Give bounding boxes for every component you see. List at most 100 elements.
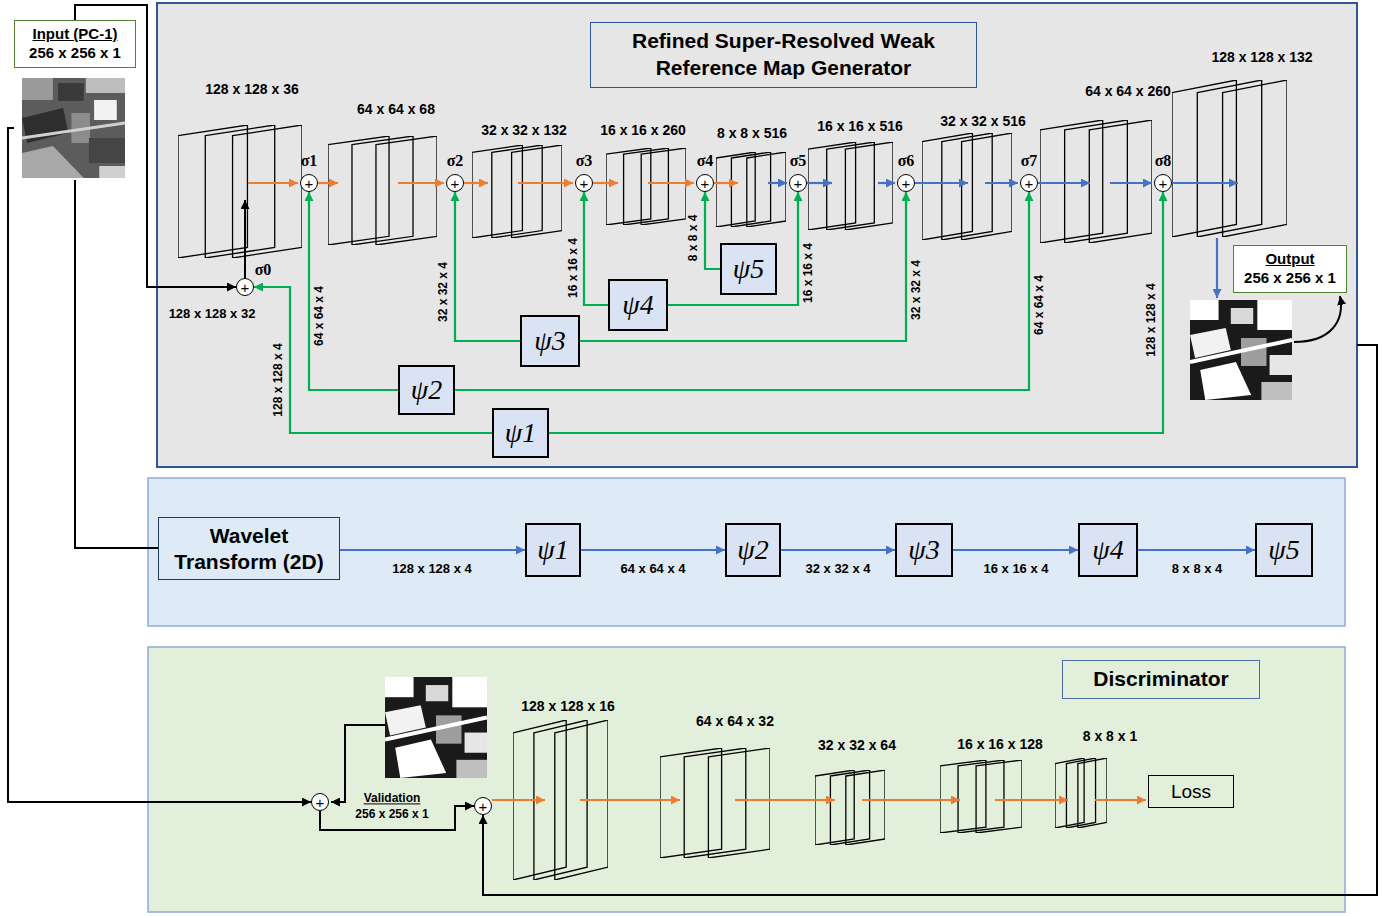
wavelet-band (148, 478, 1345, 626)
dimension-label: 32 x 32 x 64 (818, 738, 896, 753)
plus-sign: + (701, 176, 710, 191)
plus-sign: + (316, 795, 325, 810)
wavelet-box: ψ5 (720, 243, 777, 295)
sum-node: σ5+ (789, 174, 807, 192)
generator-panel-ground (157, 3, 1357, 467)
dimension-label: 16 x 16 x 260 (600, 123, 686, 138)
dimension-label: 128 x 128 x 36 (205, 82, 298, 97)
sum-node: σ0+ (236, 278, 254, 296)
connector (1138, 549, 1255, 551)
loss-box: Loss (1148, 775, 1234, 808)
dimension-label: 128 x 128 x 16 (521, 699, 614, 714)
sum-node: σ7+ (1020, 174, 1038, 192)
black-wires (245, 200, 1341, 802)
panel: Refined Super-Resolved Weak Reference Ma… (157, 3, 1357, 467)
dimension-label: 128 x 128 x 132 (1211, 50, 1312, 65)
transform-label: Wavelet Transform (2D) (165, 523, 333, 573)
transform-box: Wavelet Transform (2D) (158, 517, 340, 580)
connector (580, 192, 906, 341)
connector (781, 549, 895, 551)
psi-symbol: ψ3 (908, 536, 939, 564)
wavelet-box: ψ2 (725, 523, 781, 577)
edge-label: 8 x 8 x 4 (1172, 562, 1223, 576)
wavelet-box: ψ2 (398, 365, 455, 415)
edge-label: 16 x 16 x 4 (983, 562, 1048, 576)
validation-image (385, 677, 487, 778)
sum-label: σ3 (576, 153, 593, 169)
plus-sign: + (1025, 176, 1034, 191)
psi-symbol: ψ3 (534, 327, 565, 355)
sum-label: σ6 (898, 153, 915, 169)
wavelet-box: ψ3 (520, 315, 580, 367)
output-box: Output256 x 256 x 1 (1233, 245, 1347, 293)
sum-label: σ4 (697, 153, 714, 169)
connector (75, 180, 158, 548)
edge-label: 16 x 16 x 4 (567, 238, 580, 298)
dimension-label: 64 x 64 x 68 (357, 102, 435, 117)
dimension-label: 8 x 8 x 516 (717, 126, 787, 141)
edge-label: 32 x 32 x 4 (910, 260, 923, 320)
plus-sign: + (479, 799, 488, 814)
psi-symbol: ψ1 (505, 419, 536, 447)
dimension-label: 128 x 128 x 32 (169, 307, 256, 321)
dimension-label: 16 x 16 x 516 (817, 119, 903, 134)
connector (320, 806, 474, 830)
sum-node: σ2+ (446, 174, 464, 192)
dimension-label: 32 x 32 x 132 (481, 123, 567, 138)
psi-symbol: ψ4 (622, 291, 653, 319)
edge-label: 32 x 32 x 4 (437, 262, 450, 322)
encoder-flow-arrows (248, 182, 738, 184)
plus-sign: + (1159, 176, 1168, 191)
edge-label: 8 x 8 x 4 (687, 215, 700, 262)
connector (254, 287, 492, 433)
sum-label: σ8 (1155, 153, 1172, 169)
panel-title: Discriminator (1062, 660, 1260, 699)
edge-label: 128 x 128 x 4 (392, 562, 472, 576)
plus-sign: + (902, 176, 911, 191)
wavelet-box: ψ1 (525, 523, 581, 577)
connector (455, 192, 1029, 390)
wavelet-box: ψ4 (608, 279, 668, 331)
connector (581, 549, 725, 551)
output-label: 256 x 256 x 1 (1244, 269, 1336, 288)
plus-sign: + (451, 176, 460, 191)
sum-node: σ3+ (575, 174, 593, 192)
plus-sign: + (241, 280, 250, 295)
sum-label: σ2 (447, 153, 464, 169)
dimension-label: 64 x 64 x 260 (1085, 84, 1171, 99)
input-label: Input (PC-1) (33, 25, 118, 44)
edge-label: 64 x 64 x 4 (1033, 275, 1046, 335)
psi-symbol: ψ1 (537, 536, 568, 564)
dimension-label: 64 x 64 x 32 (696, 714, 774, 729)
connector (668, 192, 798, 305)
connector (584, 192, 608, 305)
edge-label: 32 x 32 x 4 (805, 562, 870, 576)
sum-label: σ1 (301, 153, 318, 169)
sum-node: σ6+ (897, 174, 915, 192)
plus-sign: + (580, 176, 589, 191)
plus-sign: + (794, 176, 803, 191)
plus-sign: + (305, 176, 314, 191)
dimension-label: Validation (364, 792, 421, 805)
wavelet-box: ψ4 (1078, 523, 1138, 577)
psi-symbol: ψ5 (1268, 536, 1299, 564)
edge-label: 64 x 64 x 4 (620, 562, 685, 576)
connector (953, 549, 1078, 551)
wavelet-box: ψ3 (895, 523, 953, 577)
decoder-flow-arrows (768, 183, 1238, 298)
output-label: Output (1265, 250, 1314, 269)
edge-label: 16 x 16 x 4 (802, 243, 815, 303)
dimension-label: 16 x 16 x 128 (957, 737, 1043, 752)
panel-title: Refined Super-Resolved Weak Reference Ma… (590, 22, 977, 88)
connector (340, 549, 525, 551)
input-label: 256 x 256 x 1 (29, 44, 121, 63)
psi-symbol: ψ5 (733, 255, 764, 283)
connector (455, 192, 520, 341)
psi-symbol: ψ2 (737, 536, 768, 564)
sum-node: + (311, 793, 329, 811)
connector (8, 128, 311, 802)
discriminator-panel-ground (148, 647, 1345, 912)
output-image (1190, 300, 1292, 400)
